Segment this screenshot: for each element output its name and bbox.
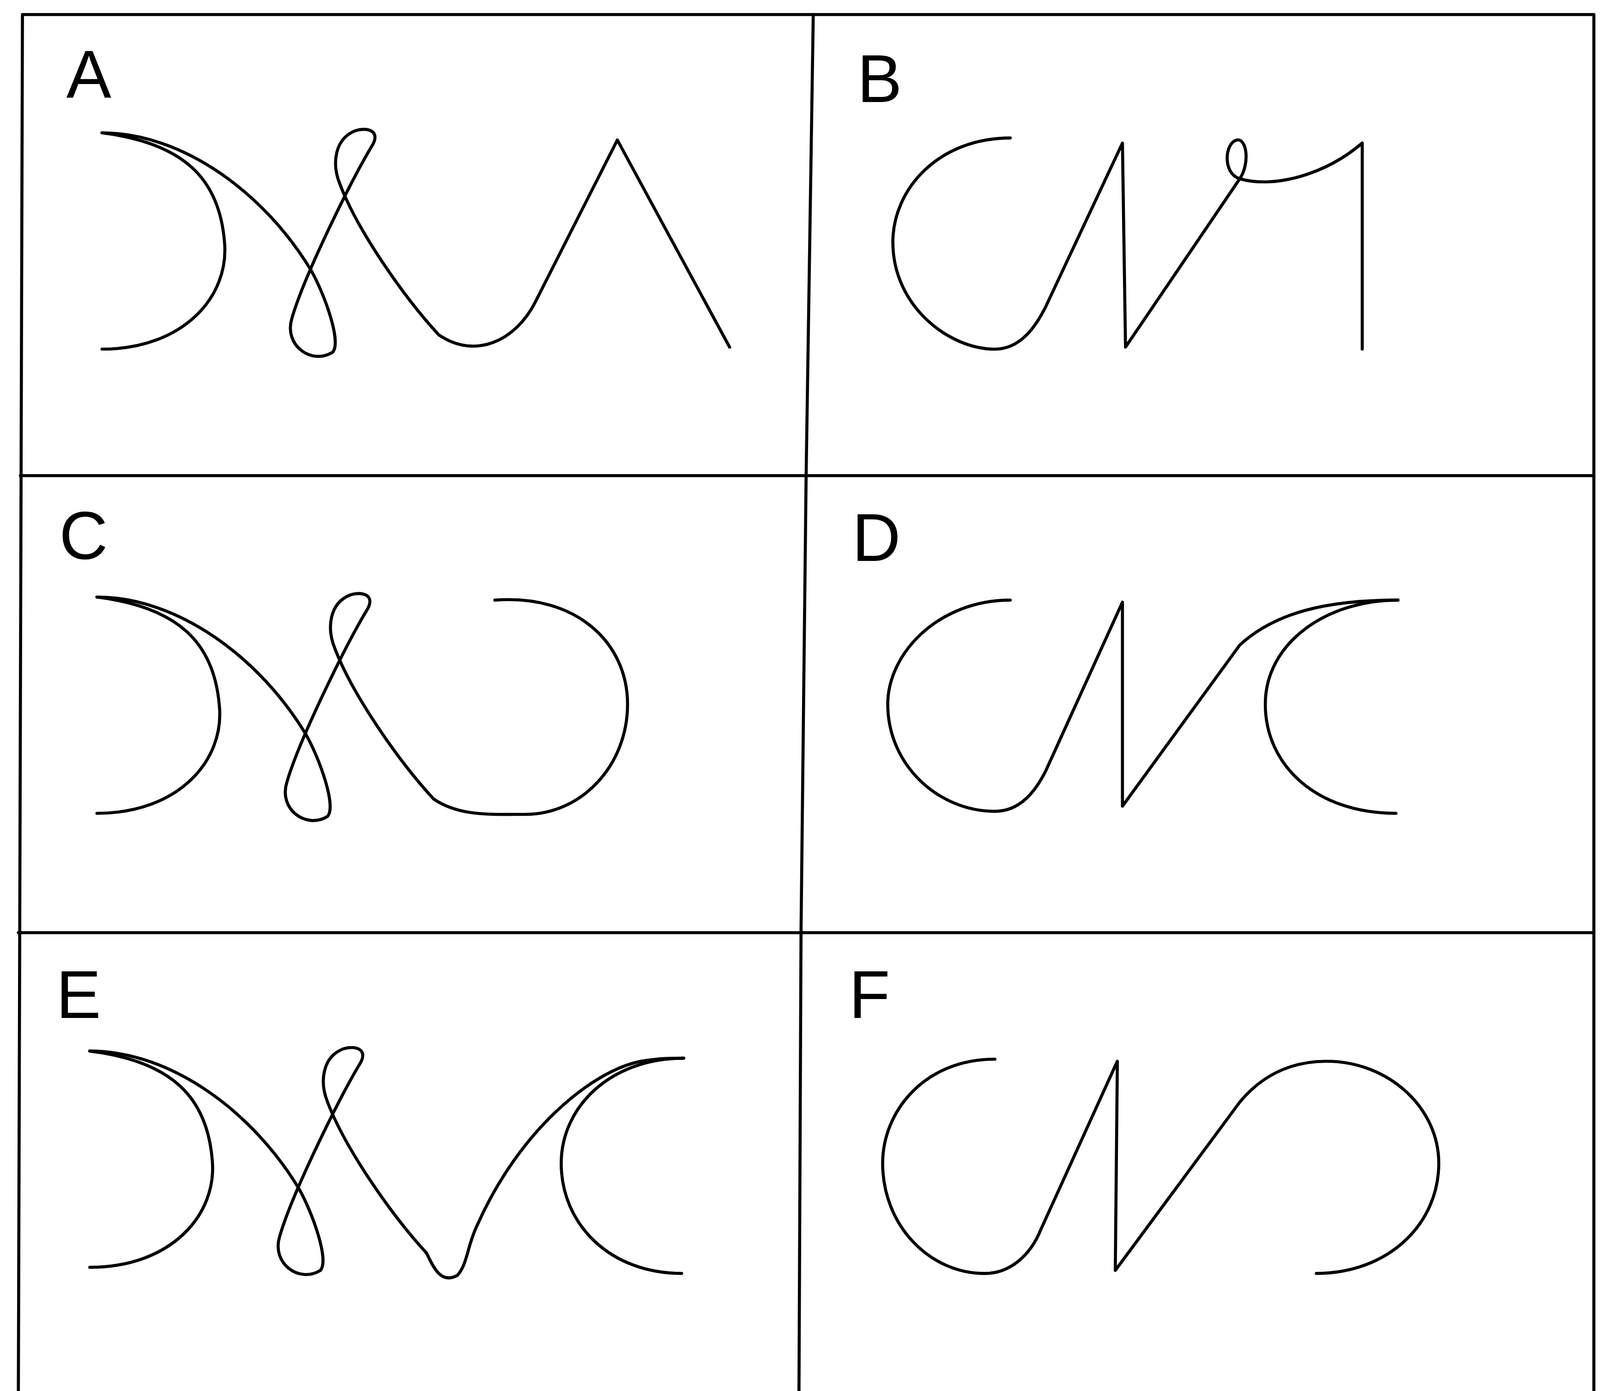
curve-figure bbox=[96, 593, 628, 822]
peak-stroke bbox=[438, 139, 730, 348]
grid-divider bbox=[798, 14, 814, 1391]
grid-frame bbox=[18, 14, 1594, 1391]
sweep-stroke bbox=[426, 1058, 684, 1279]
crescent-stroke bbox=[1265, 600, 1398, 814]
grid-divider bbox=[18, 931, 1594, 935]
curve-figure bbox=[882, 1059, 1439, 1274]
curve-figure bbox=[887, 600, 1399, 814]
panel-letter: B bbox=[857, 45, 902, 113]
loop-stroke bbox=[96, 593, 434, 822]
panel-letter: E bbox=[56, 961, 102, 1029]
panel-letter: D bbox=[851, 504, 901, 572]
curve-figure bbox=[893, 138, 1363, 350]
loop-stroke bbox=[102, 129, 439, 357]
crescent-stroke bbox=[561, 1058, 684, 1274]
circle-stroke bbox=[433, 599, 628, 815]
panel-letter: F bbox=[849, 961, 891, 1029]
panel-letter: A bbox=[66, 41, 112, 109]
curve-figure bbox=[89, 1047, 684, 1279]
zigzag-stroke bbox=[887, 600, 1399, 812]
curve-figure bbox=[102, 129, 730, 357]
grid-divider bbox=[20, 474, 1594, 478]
panel-letter: C bbox=[59, 502, 108, 570]
loop-stroke bbox=[89, 1047, 427, 1275]
